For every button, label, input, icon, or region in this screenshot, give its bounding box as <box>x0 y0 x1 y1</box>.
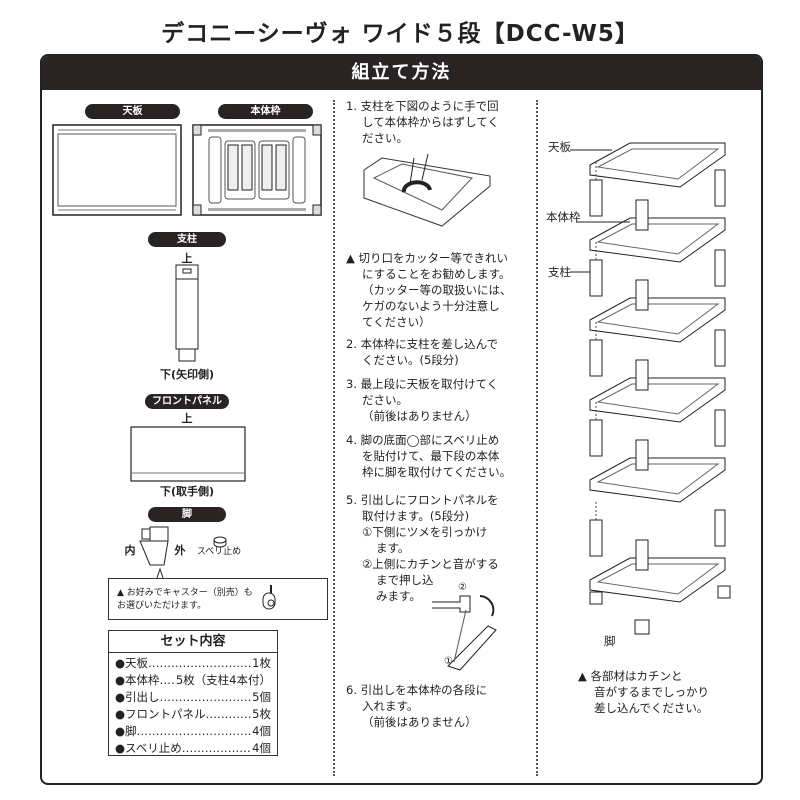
label-post: 支柱 <box>148 232 226 247</box>
set-item: ●フロントパネル5枚 <box>115 706 271 723</box>
frame-tier <box>589 557 726 603</box>
top-board-illustration <box>52 124 182 216</box>
leg <box>634 619 650 635</box>
top-board <box>589 142 726 188</box>
caster-note-box: ▲ お好みでキャスター（別売）も お選びいただけます。 <box>108 578 328 620</box>
set-contents-title: セット内容 <box>109 631 277 653</box>
top-board-inner <box>596 148 720 180</box>
step-4: 4. 脚の底面◯部にスベリ止めを貼付けて、最下段の本体枠に脚を取付けてください。 <box>346 433 512 479</box>
section-title: 組立て方法 <box>42 56 761 90</box>
caster-icon <box>262 585 276 610</box>
post <box>589 419 603 457</box>
post <box>714 409 726 447</box>
frame-illustration <box>192 124 322 216</box>
instruction-panel: 組立て方法 <box>40 54 763 785</box>
marker-1: ① <box>444 656 453 667</box>
column-divider <box>333 100 335 776</box>
post <box>589 179 603 217</box>
diagram-note: ▲ 各部材はカチンと 音がするまでしっかり 差し込んでください。 <box>578 669 709 715</box>
set-item: ●引出し5個 <box>115 689 271 706</box>
post <box>714 329 726 367</box>
diagram-label-top-board: 天板 <box>548 140 571 154</box>
leg-illustration <box>139 526 169 581</box>
leg-inner-label: 内 <box>124 544 136 557</box>
step1-illustration <box>363 153 491 227</box>
step-5: 5. 引出しにフロントパネルを取付けます。(5段分)①下側にツメを引っかけます。… <box>346 493 499 603</box>
set-item: ●脚4個 <box>115 723 271 740</box>
post <box>589 259 603 297</box>
warning-icon: ▲ <box>346 251 355 265</box>
leg-outer-label: 外 <box>174 544 186 557</box>
warning-icon: ▲ <box>117 588 124 598</box>
step-2: 2. 本体枠に支柱を差し込んでください。(5段分) <box>346 337 499 367</box>
page-title: デコニーシーヴォ ワイド５段【DCC-W5】 <box>161 21 639 47</box>
leg <box>717 585 731 599</box>
post-illustration <box>175 264 199 362</box>
caster-note: ▲ お好みでキャスター（別売）も お選びいただけます。 <box>117 588 253 611</box>
set-item: ●天板1枚 <box>115 655 271 672</box>
post <box>714 509 726 547</box>
label-leg: 脚 <box>148 507 226 522</box>
post <box>635 539 649 571</box>
anti-slip-label: スベリ止め <box>196 547 242 557</box>
frame-tier-inner <box>596 563 720 595</box>
set-item: ●スベリ止め4個 <box>115 740 271 757</box>
step-6: 6. 引出しを本体枠の各段に入れます。（前後はありません） <box>346 683 488 729</box>
panel-top-label: 上 <box>181 412 193 425</box>
step-1: 1. 支柱を下図のように手で回して本体枠からはずしてください。 <box>346 99 499 145</box>
post <box>635 199 649 231</box>
label-top-board: 天板 <box>85 104 180 119</box>
front-panel-illustration <box>130 426 246 482</box>
frame-tier-inner <box>596 223 720 255</box>
label-front-panel: フロントパネル <box>145 394 229 409</box>
panel-bottom-label: 下(取手側) <box>159 485 215 498</box>
diagram-label-post: 支柱 <box>548 265 571 279</box>
leg <box>589 591 603 605</box>
warning-cut: ▲ 切り口をカッター等できれいにすることをお勧めします。（カッター等の取扱いには… <box>346 251 512 329</box>
frame-tier-inner <box>596 383 720 415</box>
frame-tier <box>589 457 726 503</box>
post <box>635 439 649 471</box>
post <box>714 169 726 207</box>
set-contents-box: セット内容 ●天板1枚 ●本体枠5枚（支柱4本付） ●引出し5個 ●フロントパネ… <box>108 630 278 756</box>
diagram-label-leg: 脚 <box>604 634 616 648</box>
post-top-label: 上 <box>181 252 193 265</box>
frame-tier <box>589 377 726 423</box>
marker-2: ② <box>458 582 467 593</box>
post <box>635 279 649 311</box>
column-divider <box>536 100 538 776</box>
step5-illustration <box>432 595 497 671</box>
anti-slip-pad-icon <box>213 536 227 548</box>
frame-tier-inner <box>596 463 720 495</box>
set-item: ●本体枠5枚（支柱4本付） <box>115 672 271 689</box>
post <box>589 339 603 377</box>
step-3: 3. 最上段に天板を取付けてください。（前後はありません） <box>346 377 499 423</box>
assembly-diagram <box>570 142 731 635</box>
frame-tier <box>589 217 726 263</box>
diagram-label-frame: 本体枠 <box>546 210 581 224</box>
warning-icon: ▲ <box>578 669 587 683</box>
post <box>589 519 603 557</box>
label-frame: 本体枠 <box>218 104 313 119</box>
post <box>714 249 726 287</box>
post-bottom-label: 下(矢印側) <box>159 368 215 381</box>
frame-tier-inner <box>596 303 720 335</box>
post <box>635 359 649 391</box>
frame-tier <box>589 297 726 343</box>
